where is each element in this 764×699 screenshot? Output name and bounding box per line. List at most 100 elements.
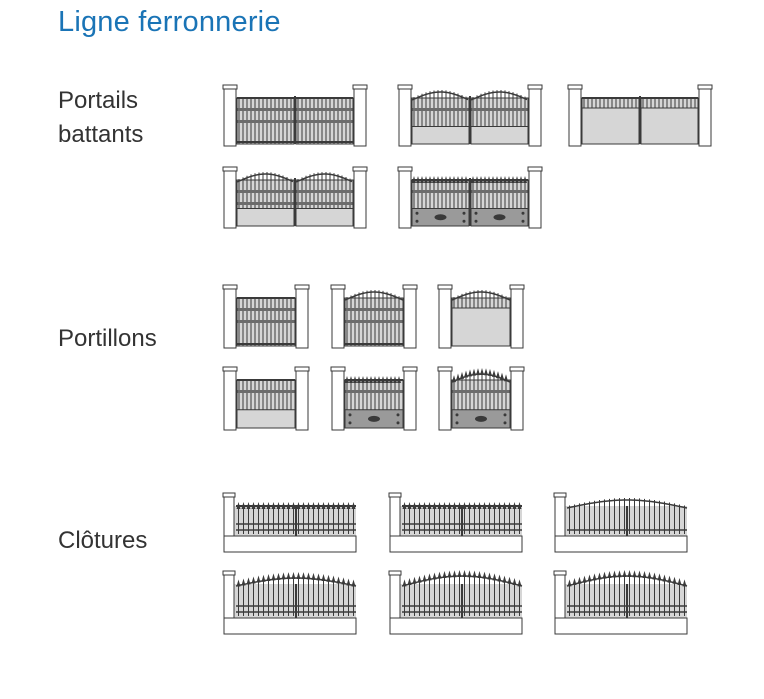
pillar — [224, 370, 236, 430]
portillon-1-image[interactable] — [222, 284, 310, 352]
low-wall — [224, 618, 356, 634]
ornament-dot — [415, 219, 419, 223]
pillar — [224, 496, 234, 536]
ornament-dot — [474, 219, 478, 223]
drawing — [223, 285, 309, 348]
pillar-cap — [389, 493, 401, 497]
middle-rail — [345, 308, 403, 311]
cloture-3-image[interactable] — [553, 490, 689, 554]
drawing — [389, 570, 522, 634]
low-wall — [390, 618, 522, 634]
pillar-cap — [528, 167, 542, 171]
top-rail — [236, 578, 356, 586]
portillon-2-image[interactable] — [330, 284, 418, 352]
pillar — [439, 288, 451, 348]
drawing — [331, 285, 417, 348]
portillon-6-image[interactable] — [437, 366, 525, 434]
low-wall — [555, 536, 687, 552]
bottom-panel — [471, 127, 528, 144]
cloture-2-image[interactable] — [388, 490, 524, 554]
leaf-frame — [345, 380, 403, 428]
middle-rail — [237, 320, 295, 323]
pillar — [404, 370, 416, 430]
pillar — [699, 88, 711, 146]
top-rail — [452, 374, 510, 382]
portail-battant-2-image[interactable] — [397, 84, 543, 150]
pillar-cap — [510, 367, 524, 371]
top-rail — [471, 92, 527, 100]
middle-rail — [237, 108, 294, 111]
drawing — [554, 570, 687, 634]
cloture-5-image[interactable] — [388, 568, 524, 636]
pillar-cap — [554, 571, 566, 575]
portillon-3-image[interactable] — [437, 284, 525, 352]
portail-battant-5-image[interactable] — [397, 166, 543, 232]
drawing — [438, 285, 524, 348]
pillar-cap — [295, 285, 309, 289]
bottom-panel — [582, 108, 639, 144]
leaf-frame — [345, 298, 403, 346]
pillar — [555, 496, 565, 536]
drawing — [398, 85, 542, 146]
ornament-dot — [415, 211, 419, 215]
cloture-1-image[interactable] — [222, 490, 358, 554]
ornament-dot — [396, 413, 400, 417]
section-label-line: Portails — [58, 87, 139, 114]
section-label-line: Clôtures — [58, 527, 148, 554]
drawing — [223, 85, 367, 146]
top-rail — [345, 292, 403, 300]
drawing — [223, 367, 309, 430]
ornament — [368, 415, 380, 422]
pillar — [390, 496, 400, 536]
middle-rail — [296, 202, 353, 205]
pillar-cap — [403, 367, 417, 371]
spear-tip — [480, 368, 484, 376]
ornament-dot — [474, 211, 478, 215]
pillar-cap — [554, 493, 566, 497]
pillar-cap — [223, 167, 237, 171]
middle-rail — [412, 190, 469, 193]
middle-rail — [412, 108, 469, 111]
ornament — [493, 214, 506, 221]
middle-rail — [296, 120, 353, 123]
portail-battant-4-image[interactable] — [222, 166, 368, 232]
pillar-cap — [528, 85, 542, 89]
pillar-cap — [223, 85, 237, 89]
cloture-4-image[interactable] — [222, 568, 358, 636]
section-label-portillons: Portillons — [58, 322, 157, 356]
drawing — [438, 367, 524, 430]
portail-battant-3-image[interactable] — [567, 84, 713, 150]
middle-rail — [296, 108, 353, 111]
bottom-panel — [452, 308, 510, 346]
ornament-dot — [348, 413, 352, 417]
top-rail — [567, 576, 687, 586]
top-rail — [237, 174, 293, 182]
portillon-4-image[interactable] — [222, 366, 310, 434]
portillon-5-image[interactable] — [330, 366, 418, 434]
ornament-dot — [503, 413, 507, 417]
pillar — [390, 574, 400, 618]
low-wall — [390, 536, 522, 552]
middle-rail — [345, 320, 403, 323]
pillar — [224, 88, 236, 146]
middle-rail — [471, 190, 528, 193]
portail-battant-1-image[interactable] — [222, 84, 368, 150]
pillar-cap — [389, 571, 401, 575]
pillar — [354, 170, 366, 228]
drawing — [331, 367, 417, 430]
ornament-dot — [462, 219, 466, 223]
drawing — [568, 85, 712, 146]
cloture-6-image[interactable] — [553, 568, 689, 636]
ornament-dot — [521, 219, 525, 223]
pillar — [224, 574, 234, 618]
pillar — [439, 370, 451, 430]
middle-rail — [237, 390, 295, 393]
ornament-dot — [348, 421, 352, 425]
ornament-dot — [521, 211, 525, 215]
middle-rail — [471, 108, 528, 111]
pillar — [399, 170, 411, 228]
pillar — [529, 88, 541, 146]
top-rail — [412, 92, 468, 100]
ornament-dot — [462, 211, 466, 215]
ornament-dot — [455, 413, 459, 417]
